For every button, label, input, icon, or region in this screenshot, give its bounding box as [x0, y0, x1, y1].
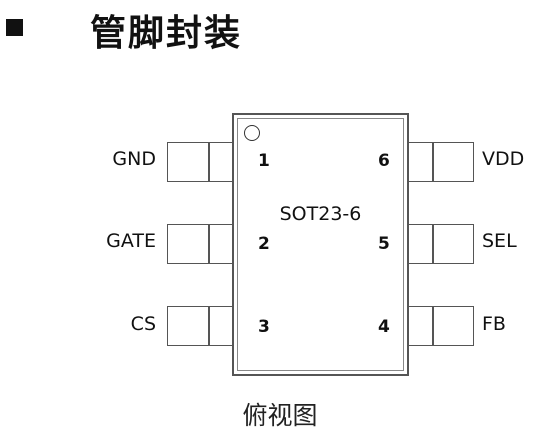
pin-lead-3 — [167, 306, 234, 346]
pin-name-2: GATE — [106, 230, 156, 252]
pin-name-4: FB — [482, 313, 506, 335]
pin-lead-1 — [167, 142, 234, 182]
pin-number-4: 4 — [378, 317, 390, 337]
section-heading: 管脚封装 — [90, 13, 243, 54]
pin-name-5: SEL — [482, 230, 517, 252]
package-label: SOT23-6 — [279, 203, 362, 225]
pin-number-2: 2 — [258, 234, 270, 254]
section-bullet — [6, 19, 23, 36]
pin-lead-4 — [407, 306, 474, 346]
pin-number-5: 5 — [378, 234, 390, 254]
pin-name-1: GND — [112, 148, 156, 170]
view-caption: 俯视图 — [242, 401, 318, 430]
pin-lead-2 — [167, 224, 234, 264]
pin-name-6: VDD — [482, 148, 525, 170]
pin-name-3: CS — [130, 313, 156, 335]
pin-lead-5 — [407, 224, 474, 264]
pin-number-6: 6 — [378, 151, 390, 171]
pin-number-3: 3 — [258, 317, 270, 337]
pin-lead-6 — [407, 142, 474, 182]
pin-number-1: 1 — [258, 151, 270, 171]
pin1-marker-icon — [244, 125, 260, 141]
chip-body: SOT23-6 1 2 3 6 5 4 — [232, 113, 409, 376]
